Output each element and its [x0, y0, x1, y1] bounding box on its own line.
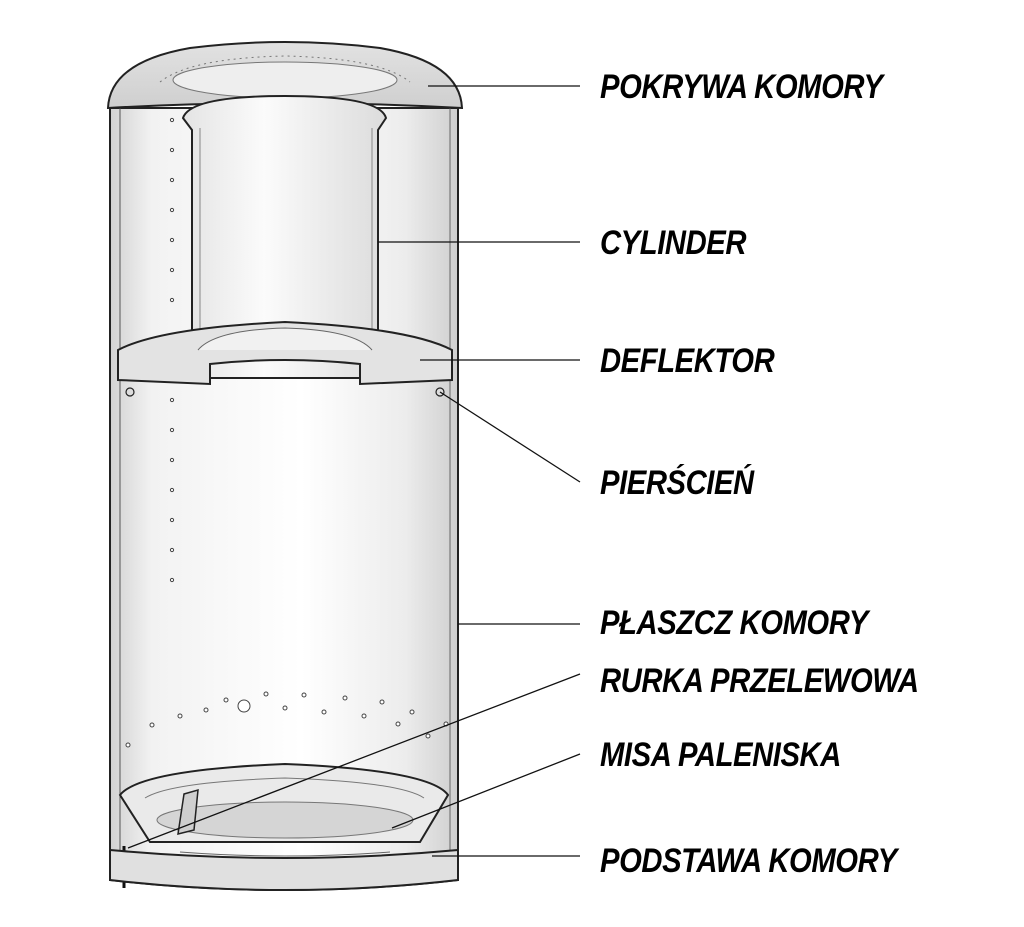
- leader-misa: [391, 753, 581, 829]
- leader-lines: [127, 85, 581, 857]
- label-misa-paleniska: MISA PALENISKA: [600, 736, 841, 774]
- deflector: [117, 320, 453, 386]
- chamber-base: [109, 848, 459, 891]
- burner-bowl: [118, 762, 450, 843]
- label-cylinder: CYLINDER: [600, 224, 747, 262]
- label-podstawa-komory: PODSTAWA KOMORY: [600, 842, 897, 880]
- label-pierscien: PIERŚCIEŃ: [600, 464, 754, 502]
- label-deflektor: DEFLEKTOR: [600, 342, 775, 380]
- label-pokrywa-komory: POKRYWA KOMORY: [600, 68, 883, 106]
- label-rurka-przelewowa: RURKA PRZELEWOWA: [600, 662, 919, 700]
- label-plaszcz-komory: PŁASZCZ KOMORY: [600, 604, 868, 642]
- air-holes: [125, 117, 449, 748]
- leader-rurka: [127, 673, 581, 849]
- leader-pierscien: [439, 391, 581, 483]
- inner-cylinder: [181, 94, 388, 379]
